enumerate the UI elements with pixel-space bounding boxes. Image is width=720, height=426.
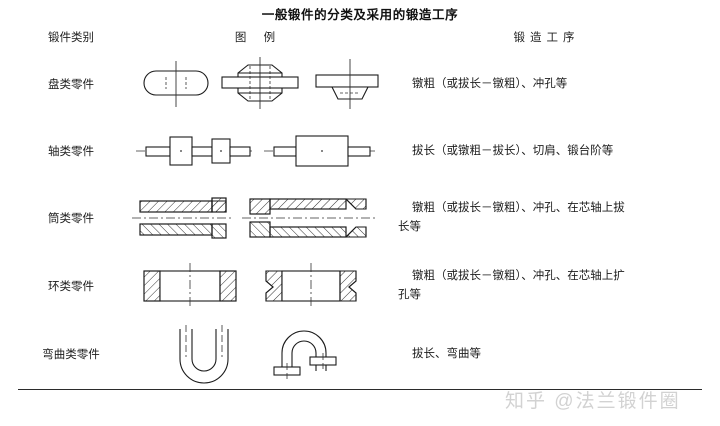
table-row: 环类零件: [18, 253, 702, 319]
watermark: 知乎 @法兰锻件圈: [505, 391, 681, 412]
header-process: 锻造工序: [513, 31, 580, 44]
table-row: 弯曲类零件: [18, 319, 702, 390]
page-title: 一般锻件的分类及采用的锻造工序: [261, 8, 459, 22]
row-process-text: 拔长（或镦粗－拔长）、切肩、锻台阶等: [386, 119, 702, 183]
disc-parts-diagram: [124, 49, 386, 119]
bend-parts-diagram: [124, 319, 386, 390]
ring-parts-diagram: [124, 253, 386, 319]
header-figure: 图 例: [234, 31, 283, 44]
process-line-1: 镦粗（或拔长－镦粗）、冲孔、在芯轴上拔: [412, 202, 625, 214]
row-process-text: 镦粗（或拔长－镦粗）、冲孔、在芯轴上扩 孔等: [386, 253, 702, 319]
header-category: 锻件类别: [48, 31, 94, 44]
row-category-label: 弯曲类零件: [18, 319, 124, 390]
row-category-label: 环类零件: [48, 281, 94, 293]
process-line-1: 镦粗（或拔长－镦粗）、冲孔等: [412, 77, 568, 90]
table-row: 盘类零件: [18, 49, 702, 119]
row-process-text: 镦粗（或拔长－镦粗）、冲孔等: [386, 49, 702, 119]
process-line-1: 镦粗（或拔长－镦粗）、冲孔、在芯轴上扩: [412, 270, 625, 282]
shaft-parts-diagram: [124, 119, 386, 183]
row-category-label: 轴类零件: [48, 146, 94, 158]
row-category-label: 盘类零件: [48, 79, 94, 91]
process-line-1: 拔长、弯曲等: [412, 347, 481, 360]
process-line-2: 孔等: [398, 289, 421, 301]
cylinder-parts-diagram: [124, 183, 386, 253]
row-process-text: 镦粗（或拔长－镦粗）、冲孔、在芯轴上拔 长等: [386, 183, 702, 253]
row-category-label: 筒类零件: [48, 213, 94, 225]
row-process-text: 拔长、弯曲等: [386, 319, 702, 390]
table-row: 筒类零件: [18, 183, 702, 253]
table-row: 轴类零件: [18, 119, 702, 183]
process-line-1: 拔长（或镦粗－拔长）、切肩、锻台阶等: [412, 144, 614, 157]
forging-classification-table: 锻件类别 图 例 锻造工序 盘类零件: [18, 24, 702, 390]
table-header-row: 锻件类别 图 例 锻造工序: [18, 24, 702, 49]
process-line-2: 长等: [398, 221, 421, 233]
